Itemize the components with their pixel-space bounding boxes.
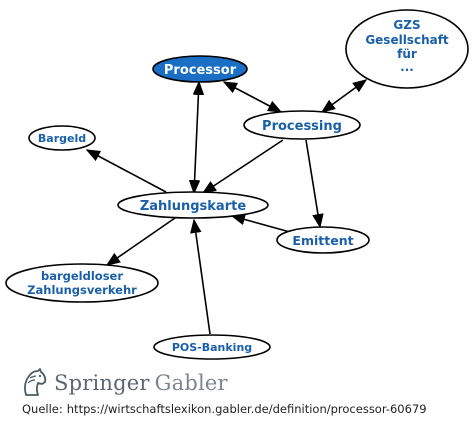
edge-posbanking-zahlungskarte	[190, 218, 211, 335]
node-gzs-label-line4: ...	[400, 60, 414, 74]
edge-processor-processing	[222, 81, 283, 113]
node-zahlungskarte[interactable]: Zahlungskarte	[117, 191, 269, 219]
node-processing[interactable]: Processing	[243, 110, 361, 140]
horse-head-icon	[24, 368, 47, 396]
node-pos-banking[interactable]: POS-Banking	[153, 334, 271, 360]
node-emittent-label: Emittent	[292, 233, 353, 248]
edge-processing-gzs	[320, 79, 368, 113]
brand-name-gabler: Gabler	[154, 371, 228, 395]
node-bargeld-label: Bargeld	[38, 132, 86, 145]
node-gzs[interactable]: GZS Gesellschaft für ...	[345, 9, 469, 89]
edges	[85, 79, 368, 335]
edge-zahlungskarte-bargeldloser	[105, 217, 176, 266]
edge-processor-zahlungskarte	[188, 80, 205, 195]
brand-name-springer: Springer	[54, 371, 150, 395]
node-bargeldloser-label-line2: Zahlungsverkehr	[27, 283, 137, 297]
node-bargeld[interactable]: Bargeld	[28, 125, 96, 151]
node-processor-label: Processor	[164, 63, 237, 78]
node-processing-label: Processing	[262, 119, 342, 134]
springer-gabler-logo: Springer Gabler	[20, 366, 228, 400]
node-emittent[interactable]: Emittent	[276, 226, 370, 254]
node-bargeldloser-zahlungsverkehr[interactable]: bargeldloser Zahlungsverkehr	[5, 263, 159, 303]
node-gzs-label-line2: Gesellschaft	[365, 33, 449, 47]
node-gzs-label-line1: GZS	[393, 18, 420, 32]
edge-processing-emittent	[305, 139, 324, 229]
source-line: Quelle:https://wirtschaftslexikon.gabler…	[22, 402, 431, 416]
node-bargeldloser-label-line1: bargeldloser	[41, 269, 123, 283]
edge-emittent-zahlungskarte	[230, 213, 291, 233]
node-zahlungskarte-label: Zahlungskarte	[140, 199, 247, 214]
node-gzs-label-line3: für	[397, 47, 417, 61]
source-label: Quelle:	[22, 402, 63, 416]
edge-zahlungskarte-bargeld	[85, 149, 167, 193]
node-pos-banking-label: POS-Banking	[172, 341, 252, 354]
concept-map: Processor GZS Gesellschaft für ... Proce…	[5, 9, 469, 360]
edge-processing-zahlungskarte	[201, 139, 284, 194]
node-processor[interactable]: Processor	[152, 55, 248, 83]
source-url-link[interactable]: https://wirtschaftslexikon.gabler.de/def…	[66, 402, 427, 416]
